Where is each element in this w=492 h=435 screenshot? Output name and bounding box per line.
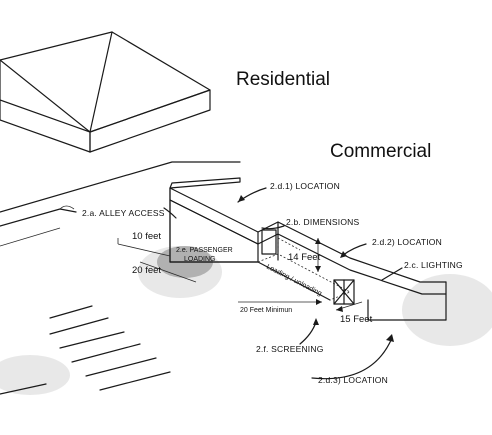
- dimensions-callout: 2.b. DIMENSIONS: [286, 217, 360, 227]
- alley-access-callout: 2.a. ALLEY ACCESS: [82, 208, 165, 218]
- loading-space-label: Loading / unloading: [265, 264, 323, 298]
- loading-space: [257, 237, 351, 301]
- lighting-callout: 2.c. LIGHTING: [404, 260, 463, 270]
- callout-arrows: [163, 187, 403, 380]
- location-2-callout: 2.d.2) LOCATION: [372, 237, 442, 247]
- screening-callout: 2.f. SCREENING: [256, 344, 324, 354]
- commercial-label: Commercial: [330, 141, 431, 162]
- twenty-feet-dimension: 20 feet: [132, 265, 161, 276]
- dimension-lines: [117, 238, 363, 312]
- ten-feet-dimension: 10 feet: [132, 231, 161, 242]
- alley-edge: [0, 161, 241, 247]
- twenty-feet-minimum-dimension: 20 Feet Minimun: [240, 307, 292, 314]
- fifteen-feet-dimension: 15 Feet: [340, 314, 373, 325]
- location-3-callout: 2.d.3) LOCATION: [318, 375, 388, 385]
- residential-house: [0, 31, 211, 153]
- parking-stripes: [0, 305, 171, 395]
- passenger-loading-callout-line2: LOADING: [184, 256, 216, 263]
- screening-gate: [333, 279, 355, 305]
- passenger-loading-callout-line1: 2.e. PASSENGER: [176, 247, 233, 254]
- commercial-building: [169, 177, 447, 321]
- location-1-callout: 2.d.1) LOCATION: [270, 181, 340, 191]
- fourteen-feet-dimension: 14 Feet: [288, 252, 321, 263]
- ground-shadow-lighting: [402, 274, 492, 346]
- residential-label: Residential: [236, 69, 330, 90]
- ground-shadow-parking: [0, 355, 70, 395]
